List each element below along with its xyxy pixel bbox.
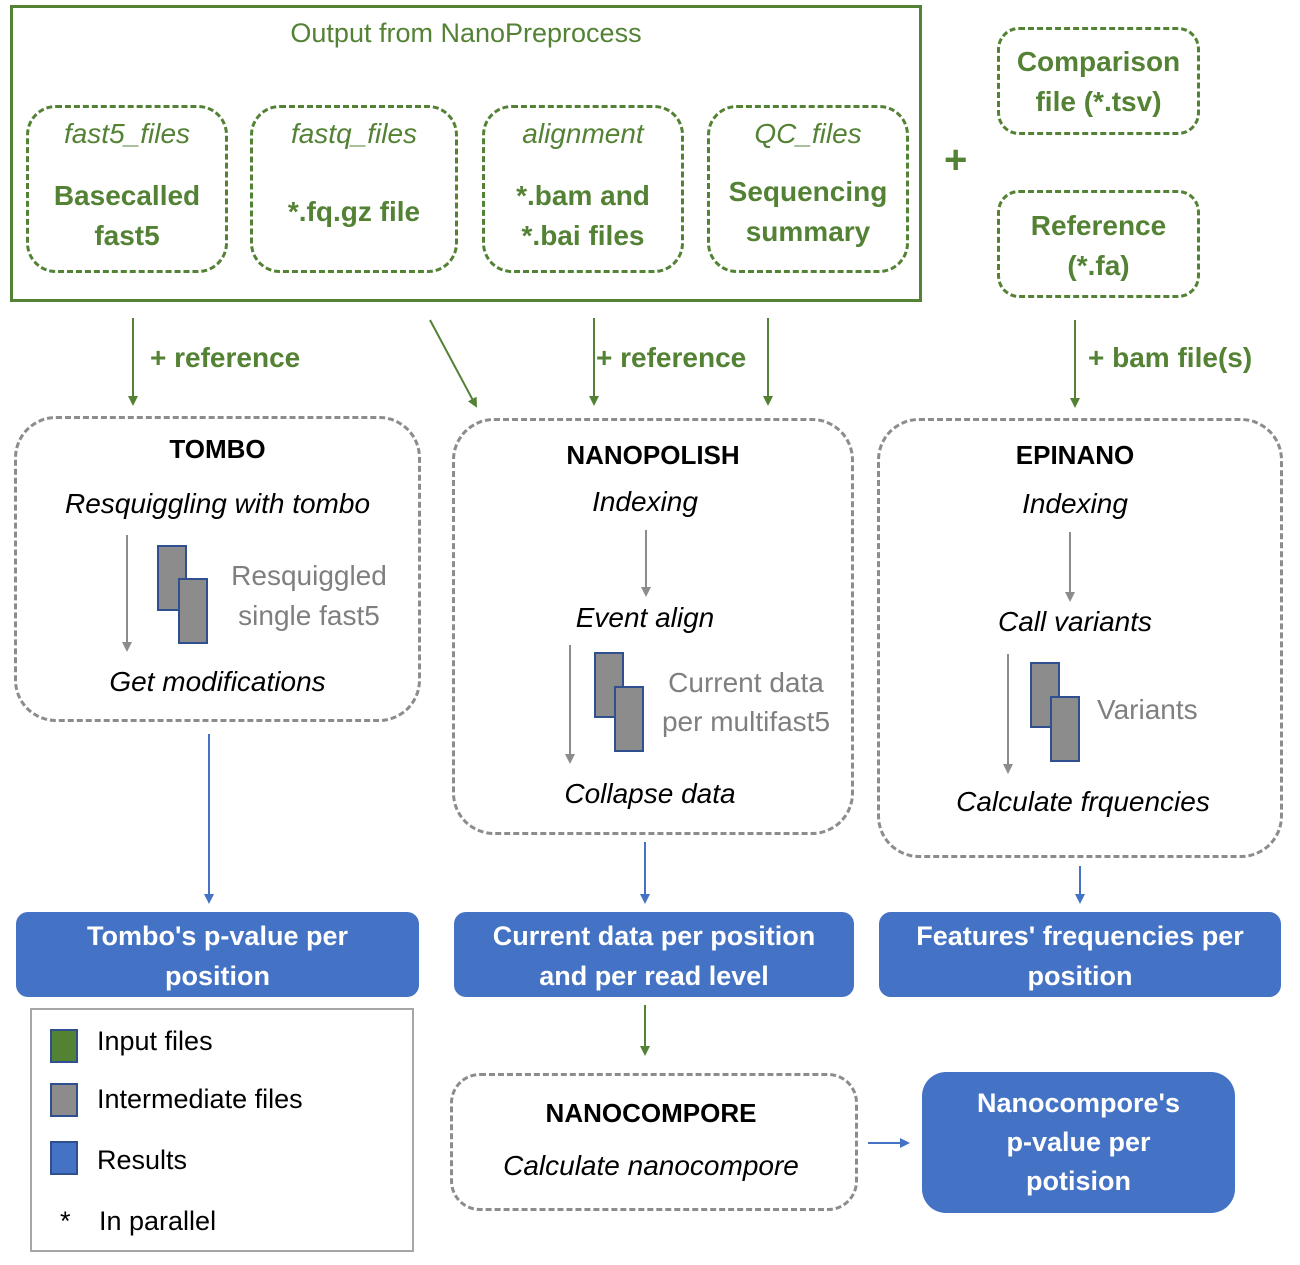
epinano-box: [877, 418, 1283, 858]
nanopolish-title: NANOPOLISH: [566, 440, 740, 470]
folder-qc-files: [707, 105, 909, 273]
legend-parallel-symbol: *: [60, 1206, 71, 1236]
folder-content-alignment-2: *.bai files: [521, 220, 645, 251]
tombo-step-resquiggle: Resquiggling with tombo: [64, 488, 371, 519]
legend-label-input: Input files: [97, 1026, 213, 1056]
folder-content-fast5-1: Basecalled: [53, 180, 201, 211]
nanopolish-intermediate-file-icon-front: [614, 686, 644, 752]
epinano-step-callvariants: Call variants: [997, 606, 1153, 637]
folder-content-qc-2: summary: [745, 216, 871, 247]
epinano-intermediate-file-icon-front: [1050, 696, 1080, 762]
tombo-intermediate-label-1: Resquiggled: [231, 560, 387, 591]
tombo-step-modifications: Get modifications: [109, 666, 326, 697]
legend: [30, 1008, 414, 1252]
legend-swatch-input: [50, 1029, 78, 1063]
result-tombo-line-1: Tombo's p-value per: [87, 921, 348, 951]
nanopolish-box: [452, 418, 854, 835]
epinano-step-indexing: Indexing: [1022, 488, 1128, 519]
folder-content-alignment-1: *.bam and: [516, 180, 650, 211]
nanopolish-intermediate-label-2: per multifast5: [661, 706, 831, 737]
group-title: Output from NanoPreprocess: [290, 18, 642, 48]
result-epinano-line-1: Features' frequencies per: [916, 921, 1244, 951]
arrow-fastq-to-nanopolish: [429, 319, 477, 408]
comparison-file-box: [997, 27, 1200, 135]
edge-label-nanopolish: + reference: [596, 342, 747, 373]
reference-file-box: [997, 190, 1200, 298]
result-tombo: Tombo's p-value per position: [16, 912, 419, 997]
legend-label-results: Results: [97, 1145, 188, 1175]
nanocompore-title: NANOCOMPORE: [545, 1098, 757, 1128]
nanopreprocess-output-group: [10, 5, 922, 302]
folder-content-fastq: *.fq.gz file: [287, 196, 421, 227]
result-nanocompore-line-1: Nanocompore's: [977, 1088, 1180, 1118]
folder-name-fast5: fast5_files: [63, 118, 191, 149]
tombo-intermediate-label-2: single fast5: [238, 600, 380, 631]
edge-label-tombo: + reference: [150, 342, 301, 373]
folder-fast5-files: [26, 105, 228, 273]
tombo-box: [14, 416, 421, 722]
folder-content-qc-1: Sequencing: [728, 176, 888, 207]
plus-sign: +: [944, 138, 968, 182]
result-nanopolish-line-2: and per read level: [539, 961, 769, 991]
reference-label-1: Reference: [1030, 210, 1167, 241]
nanocompore-box: [450, 1073, 858, 1211]
result-tombo-line-2: position: [165, 961, 270, 991]
edge-label-epinano: + bam file(s): [1088, 342, 1253, 373]
folder-name-fastq: fastq_files: [290, 118, 418, 149]
nanopolish-step-eventalign: Event align: [575, 602, 715, 633]
folder-fastq-files: [250, 105, 458, 273]
result-nanopolish: Current data per position and per read l…: [454, 912, 854, 997]
folder-name-alignment: alignment: [522, 118, 644, 149]
legend-swatch-intermediate: [50, 1083, 78, 1117]
legend-label-intermediate: Intermediate files: [97, 1084, 303, 1114]
comparison-label-1: Comparison: [1016, 46, 1181, 77]
comparison-label-2: file (*.tsv): [1035, 86, 1162, 117]
reference-label-2: (*.fa): [1067, 250, 1130, 281]
result-epinano: Features' frequencies per position: [879, 912, 1281, 997]
folder-alignment: [482, 105, 684, 273]
result-nanocompore-line-2: p-value per: [1006, 1127, 1151, 1157]
epinano-step-frequencies: Calculate frquencies: [956, 786, 1210, 817]
result-nanocompore-line-3: potision: [1026, 1166, 1131, 1196]
legend-label-parallel: In parallel: [99, 1206, 217, 1236]
result-nanocompore: Nanocompore's p-value per potision: [922, 1072, 1235, 1213]
epinano-title: EPINANO: [1015, 440, 1135, 470]
folder-content-fast5-2: fast5: [94, 220, 160, 251]
nanopolish-step-indexing: Indexing: [592, 486, 698, 517]
nanopolish-intermediate-label-1: Current data: [668, 667, 824, 698]
tombo-intermediate-file-icon-front: [178, 578, 208, 644]
epinano-intermediate-label: Variants: [1097, 694, 1198, 725]
folder-name-qc: QC_files: [754, 118, 862, 149]
nanopolish-step-collapse: Collapse data: [564, 778, 736, 809]
result-nanopolish-line-1: Current data per position: [492, 921, 816, 951]
result-epinano-line-2: position: [1027, 961, 1133, 991]
nanocompore-step-calculate: Calculate nanocompore: [503, 1150, 799, 1181]
legend-swatch-results: [50, 1141, 78, 1175]
tombo-title: TOMBO: [169, 434, 266, 464]
